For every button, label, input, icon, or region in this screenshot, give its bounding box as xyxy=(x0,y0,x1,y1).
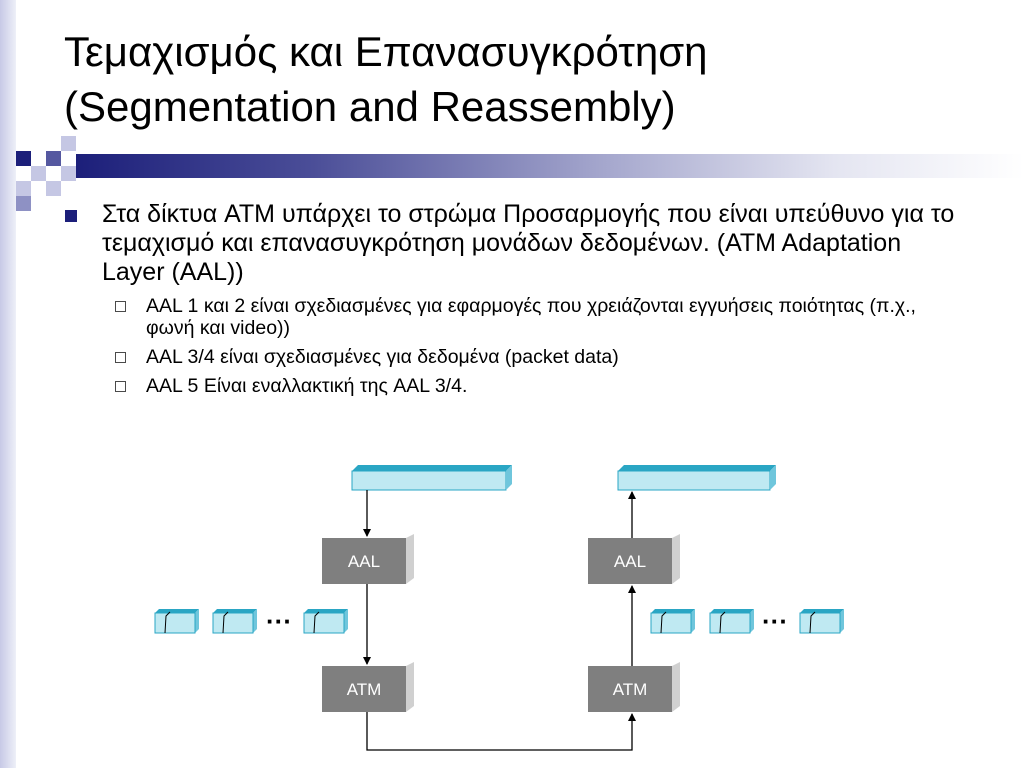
sub-bullet-text: AAL 5 Είναι εναλλακτική της AAL 3/4. xyxy=(146,375,468,397)
sub-bullet-text: AAL 1 και 2 είναι σχεδιασμένες για εφαρμ… xyxy=(146,295,916,339)
left-atm-box: ATM xyxy=(322,662,414,712)
atm-cell xyxy=(212,609,257,634)
atm-cell xyxy=(799,609,844,634)
atm-cell xyxy=(650,609,695,634)
left-atm-label: ATM xyxy=(347,680,382,699)
right-ellipsis: ··· xyxy=(762,606,788,636)
left-ellipsis: ··· xyxy=(266,606,292,636)
atm-cells xyxy=(154,609,844,634)
bullet-main: Στα δίκτυα ATM υπάρχει το στρώμα Προσαρμ… xyxy=(64,200,964,287)
left-aal-box: AAL xyxy=(322,534,414,584)
hollow-square-bullet-icon xyxy=(115,352,126,363)
right-data-unit xyxy=(617,465,776,491)
left-decor-band xyxy=(0,0,16,768)
title-gradient-bar xyxy=(76,154,1024,178)
title-line-2: (Segmentation and Reassembly) xyxy=(64,83,676,130)
right-atm-label: ATM xyxy=(613,680,648,699)
left-data-unit xyxy=(351,465,512,491)
link-arrow xyxy=(366,712,636,751)
sub-bullet-1: AAL 1 και 2 είναι σχεδιασμένες για εφαρμ… xyxy=(64,295,964,339)
sub-bullet-2: AAL 3/4 είναι σχεδιασμένες για δεδομένα … xyxy=(64,346,964,368)
hollow-square-bullet-icon xyxy=(115,301,126,312)
hollow-square-bullet-icon xyxy=(115,381,126,392)
right-aal-label: AAL xyxy=(614,552,646,571)
title-line-1: Τεμαχισμός και Επανασυγκρότηση xyxy=(64,28,708,75)
atm-cell xyxy=(303,609,348,634)
left-aal-label: AAL xyxy=(348,552,380,571)
sub-bullet-3: AAL 5 Είναι εναλλακτική της AAL 3/4. xyxy=(64,375,964,397)
sub-bullet-text: AAL 3/4 είναι σχεδιασμένες για δεδομένα … xyxy=(146,346,619,368)
right-aal-box: AAL xyxy=(588,534,680,584)
atm-cell xyxy=(709,609,754,634)
bullet-main-text: Στα δίκτυα ATM υπάρχει το στρώμα Προσαρμ… xyxy=(102,200,955,286)
page-title: Τεμαχισμός και Επανασυγκρότηση (Segmenta… xyxy=(64,24,1004,134)
right-atm-box: ATM xyxy=(588,662,680,712)
square-bullet-icon xyxy=(65,210,77,222)
bullet-list: Στα δίκτυα ATM υπάρχει το στρώμα Προσαρμ… xyxy=(64,200,964,397)
atm-cell xyxy=(154,609,199,634)
